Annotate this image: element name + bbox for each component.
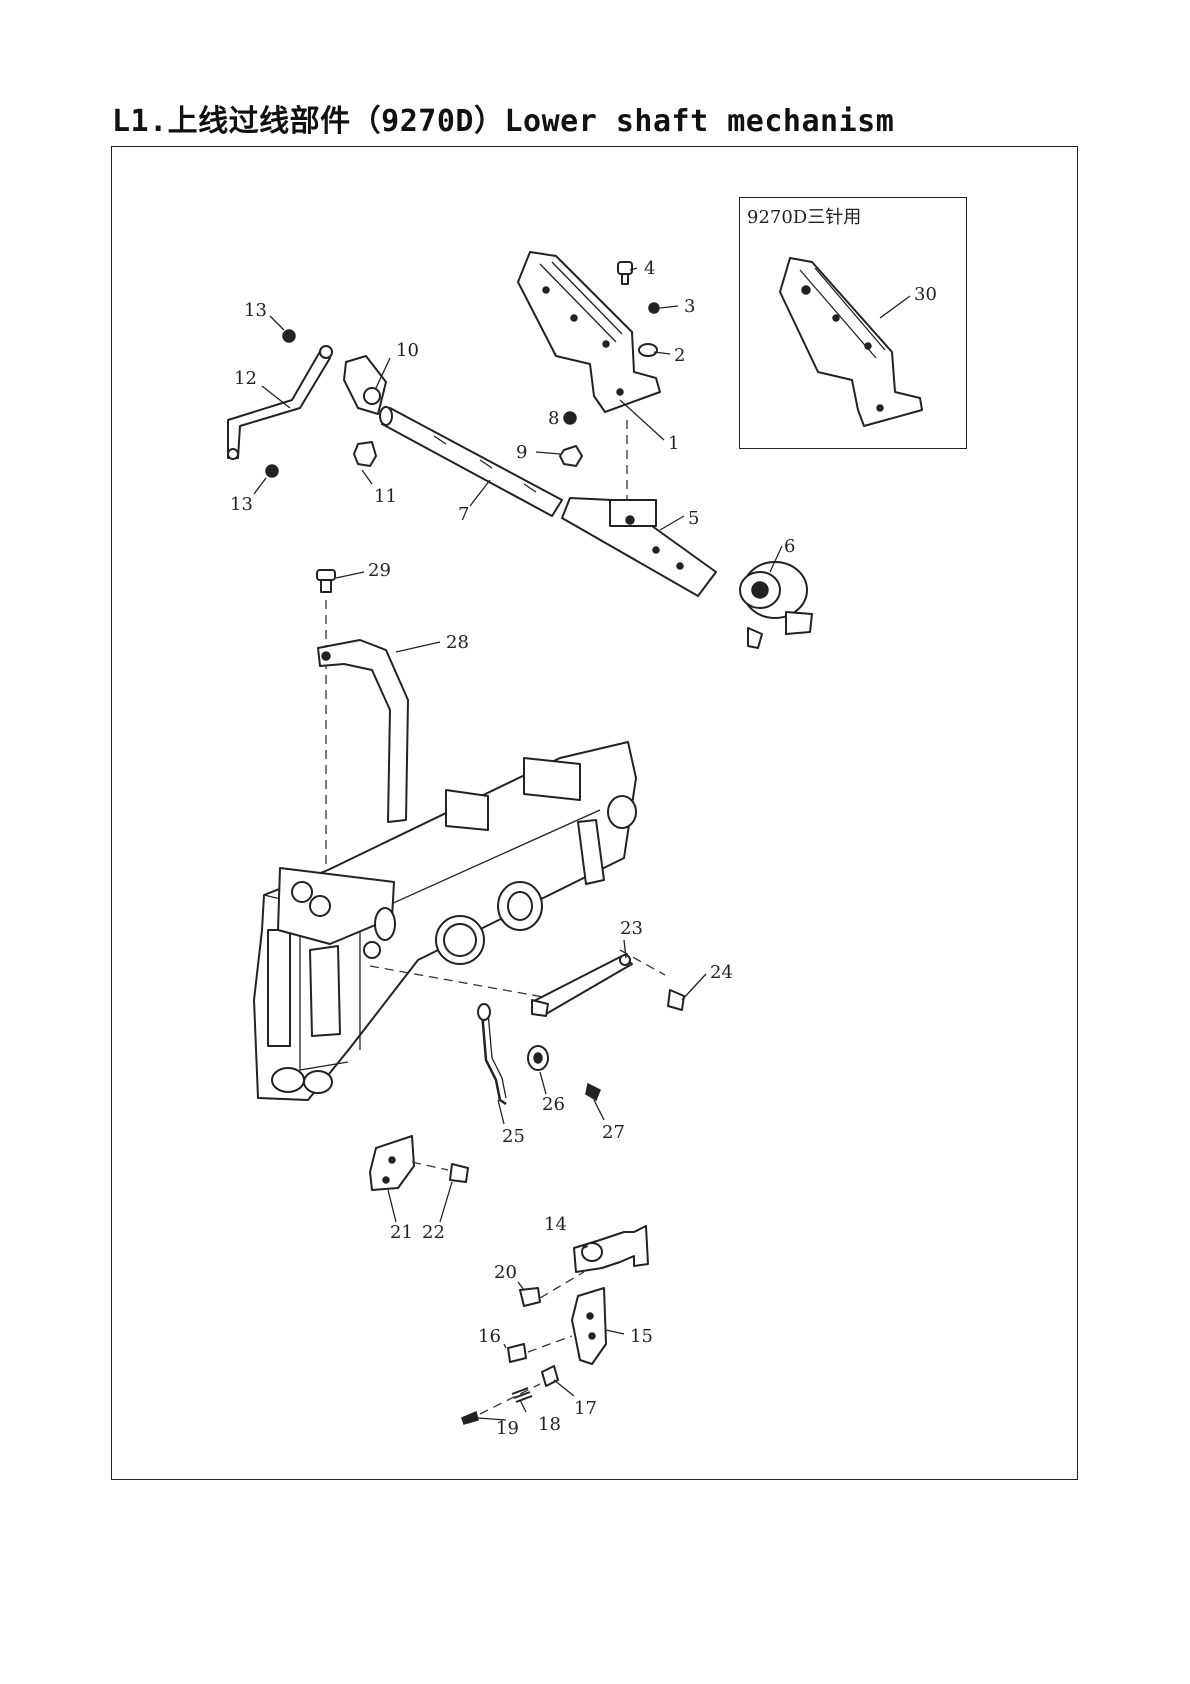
callout-21: 21 xyxy=(390,1222,413,1243)
callout-23: 23 xyxy=(620,918,643,939)
callout-13-top: 13 xyxy=(244,300,267,321)
part-11-nut xyxy=(354,442,376,466)
main-frame xyxy=(254,742,636,1100)
callout-8: 8 xyxy=(548,408,559,429)
callout-18: 18 xyxy=(538,1414,561,1435)
part-19-screw xyxy=(462,1412,478,1424)
callout-5: 5 xyxy=(688,508,699,529)
part-14-bracket xyxy=(574,1226,648,1272)
part-6-bearing xyxy=(740,562,812,648)
part-23-lever xyxy=(532,955,632,1016)
part-24-screw xyxy=(668,990,684,1010)
part-13-screw-bottom xyxy=(266,465,278,477)
part-28-guide xyxy=(318,640,408,822)
callout-10: 10 xyxy=(396,340,419,361)
part-9-nut xyxy=(560,446,582,466)
part-15-plate xyxy=(572,1288,606,1364)
callout-30: 30 xyxy=(914,284,937,305)
callout-17: 17 xyxy=(574,1398,597,1419)
callout-11: 11 xyxy=(374,486,397,507)
part-25-wire-guide xyxy=(478,1004,506,1104)
part-13-screw-top xyxy=(283,330,295,342)
part-22-screw xyxy=(450,1164,468,1182)
part-26-washer xyxy=(528,1046,548,1070)
part-4-screw xyxy=(618,262,632,284)
callout-20: 20 xyxy=(494,1262,517,1283)
callout-16: 16 xyxy=(478,1326,501,1347)
part-16-screw xyxy=(508,1344,526,1362)
callout-3: 3 xyxy=(684,296,695,317)
part-2-spring xyxy=(639,344,657,356)
callout-26: 26 xyxy=(542,1094,565,1115)
callout-7: 7 xyxy=(458,504,469,525)
callout-28: 28 xyxy=(446,632,469,653)
callout-1: 1 xyxy=(668,433,679,454)
part-3-screw xyxy=(649,303,659,313)
callout-12: 12 xyxy=(234,368,257,389)
part-18-spring xyxy=(512,1388,532,1402)
callout-24: 24 xyxy=(710,962,733,983)
part-21-bracket xyxy=(370,1136,414,1190)
callout-2: 2 xyxy=(674,345,685,366)
part-27-screw xyxy=(586,1084,600,1100)
part-12-link xyxy=(228,346,332,459)
callout-19: 19 xyxy=(496,1418,519,1439)
callout-22: 22 xyxy=(422,1222,445,1243)
part-30-plate xyxy=(780,258,922,426)
part-29-screw xyxy=(317,570,335,592)
part-20-screw xyxy=(520,1288,540,1306)
callout-13-bottom: 13 xyxy=(230,494,253,515)
part-7-shaft xyxy=(380,407,562,516)
callout-25: 25 xyxy=(502,1126,525,1147)
part-17-clip xyxy=(542,1366,558,1386)
part-10-crank xyxy=(344,356,386,414)
callout-27: 27 xyxy=(602,1122,625,1143)
callout-9: 9 xyxy=(516,442,527,463)
callout-14: 14 xyxy=(544,1214,567,1235)
part-8-nut xyxy=(564,412,576,424)
callout-6: 6 xyxy=(784,536,795,557)
callout-4: 4 xyxy=(644,258,655,279)
callout-15: 15 xyxy=(630,1326,653,1347)
part-1-plate xyxy=(518,252,660,412)
callout-29: 29 xyxy=(368,560,391,581)
